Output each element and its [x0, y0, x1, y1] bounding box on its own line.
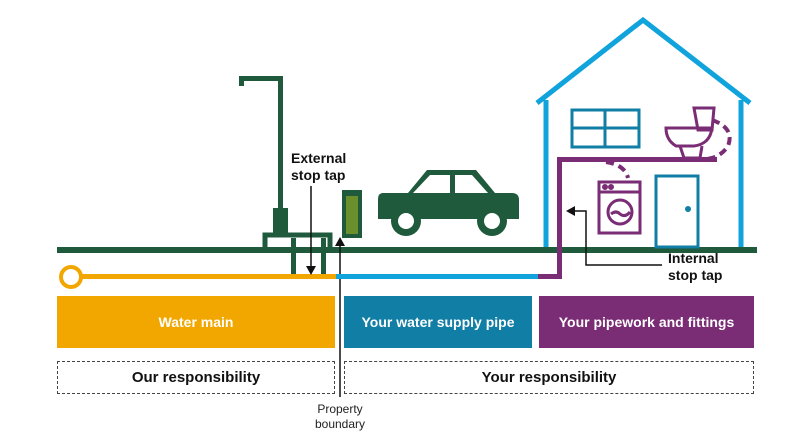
external-stop-tap-arrow [306, 186, 316, 275]
ground-line [57, 247, 757, 253]
water-main-box: Water main [57, 296, 335, 348]
supply-pipe-box: Your water supply pipe [344, 296, 532, 348]
window-icon [570, 108, 641, 149]
our-responsibility-box: Our responsibility [57, 361, 335, 394]
internal-pipework [538, 118, 732, 279]
street-lamp-icon [239, 76, 288, 234]
car-icon [378, 170, 519, 236]
internal-stop-tap-label: Internal stop tap [668, 250, 723, 283]
external-stop-tap-label: External stop tap [291, 150, 347, 183]
supply-pipe [336, 274, 542, 279]
kerb [262, 232, 333, 250]
washing-machine-icon [597, 180, 642, 235]
meter-box-icon [342, 190, 362, 238]
house-icon [535, 16, 752, 247]
stop-tap-chamber-left [291, 238, 296, 274]
internal-stop-tap-arrow [566, 206, 662, 266]
property-boundary-label: Property boundary [314, 402, 366, 431]
property-boundary-line [335, 237, 345, 397]
your-responsibility-box: Your responsibility [344, 361, 754, 394]
toilet-icon [664, 106, 716, 160]
pipework-box: Your pipework and fittings [539, 296, 754, 348]
stop-tap-chamber-right [321, 238, 326, 274]
water-main-pipe [59, 265, 336, 289]
door-icon [654, 174, 700, 249]
